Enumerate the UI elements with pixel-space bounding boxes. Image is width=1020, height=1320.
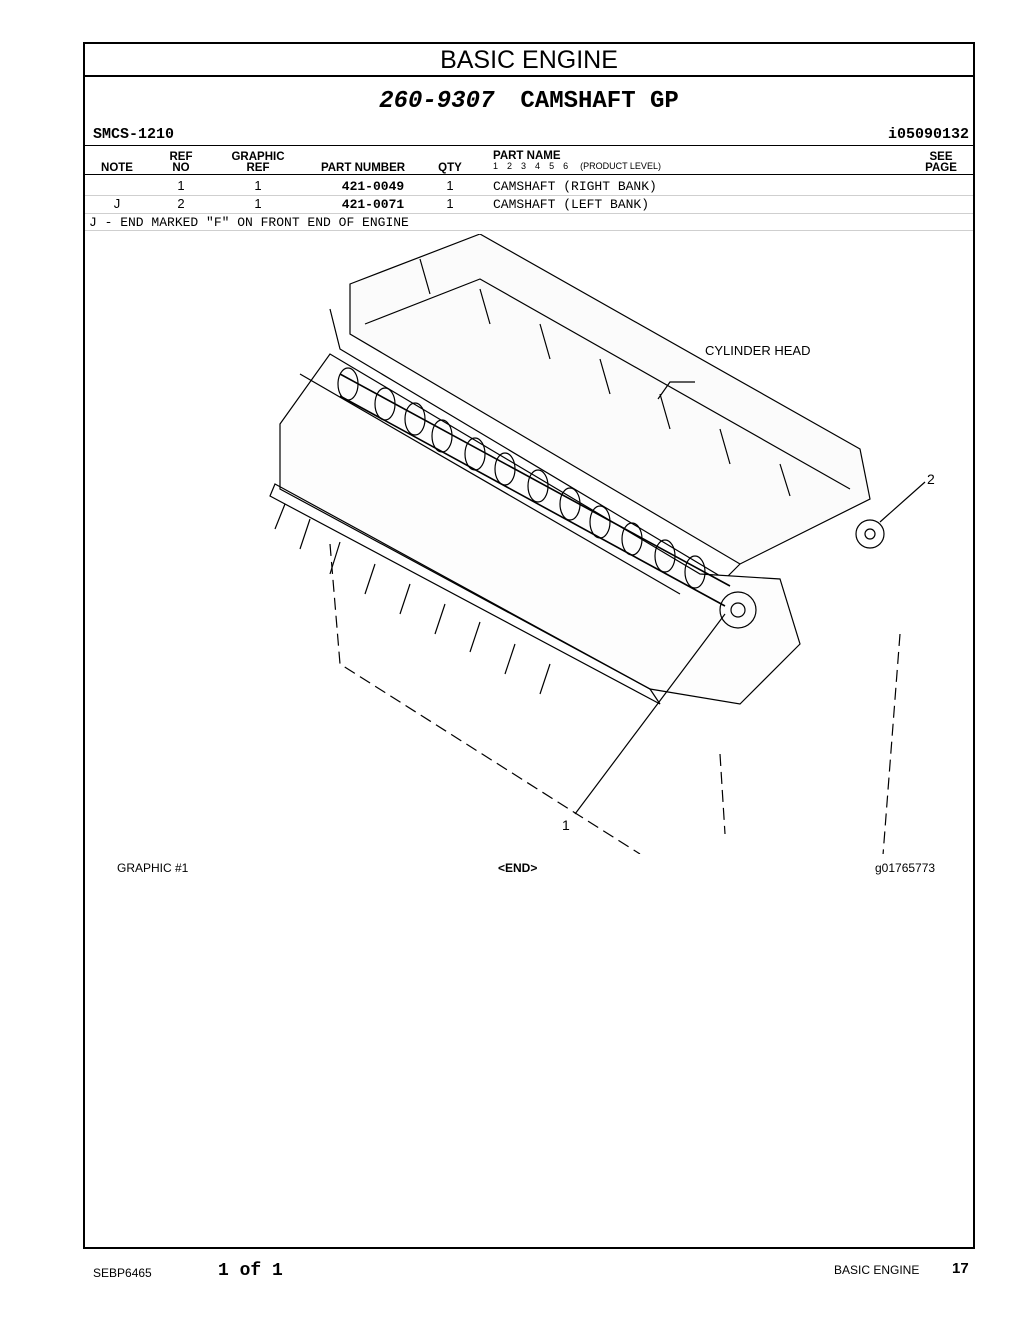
footnote: J - END MARKED "F" ON FRONT END OF ENGIN… [89,215,409,230]
graphic-id: g01765773 [875,861,936,875]
header-graphic-ref-line1: GRAPHIC [231,151,285,163]
header-part-number: PART NUMBER [320,162,406,174]
level-5: 5 [549,161,555,171]
illustration-id: i05090132 [887,126,969,143]
header-graphic-ref: GRAPHIC REF [225,151,291,174]
group-part-number: 260-9307 [379,88,495,115]
engine-block-outline [279,353,801,705]
page-of: 1 of 1 [218,1261,283,1281]
callout-2: 2 [927,471,935,487]
row2-part-name: CAMSHAFT (LEFT BANK) [493,197,650,212]
camshaft-front-end [719,591,757,629]
header-note: NOTE [101,162,133,174]
header-divider [85,145,973,146]
level-6: 6 [563,161,569,171]
smcs-code: SMCS-1210 [93,126,175,143]
header-ref-no: REF NO [161,151,201,174]
level-2: 2 [507,161,513,171]
row1-part-name: CAMSHAFT (RIGHT BANK) [493,179,657,194]
row2-ref-no: 2 [177,196,185,211]
row1-qty: 1 [446,178,454,193]
header-part-name: PART NAME [493,150,561,162]
row2-note: J [113,196,121,211]
row2-part-number[interactable]: 421-0071 [341,197,405,212]
page-frame: BASIC ENGINE 260-9307 CAMSHAFT GP SMCS-12… [83,42,975,1249]
camshaft-shaft [339,373,731,607]
cylinder-head-outline [349,234,871,565]
row2-qty: 1 [446,196,454,211]
group-name: CAMSHAFT GP [520,88,679,115]
callout-cylinder-head: CYLINDER HEAD [705,343,810,358]
row-divider [85,195,973,196]
level-1: 1 [493,161,499,171]
header-ref-no-line2: NO [172,162,190,174]
end-label: <END> [498,861,538,875]
callout-1: 1 [562,817,570,833]
cylinder-head-leader [657,381,695,400]
table-header-rule [85,174,973,175]
row2-graphic-ref: 1 [254,196,262,211]
group-title: 260-9307 CAMSHAFT GP [85,88,973,115]
page-number: 17 [952,1260,969,1277]
header-see-page-line2: PAGE [925,162,957,174]
row1-graphic-ref: 1 [254,178,262,193]
product-level-label: (PRODUCT LEVEL) [580,161,661,171]
graphic-label: GRAPHIC #1 [117,861,189,875]
level-4: 4 [535,161,541,171]
header-see-page-line1: SEE [929,151,953,163]
camshaft-left-bank-end [855,519,885,549]
row1-ref-no: 1 [177,178,185,193]
row-divider [85,213,973,214]
level-3: 3 [521,161,527,171]
header-see-page: SEE PAGE [919,151,963,174]
header-ref-no-line1: REF [169,151,193,163]
callout-2-leader [879,481,926,523]
footer-section: BASIC ENGINE [834,1263,920,1277]
header-qty: QTY [438,162,462,174]
camshaft-illustration: CYLINDER HEAD 2 1 [269,234,935,854]
row1-part-number[interactable]: 421-0049 [341,179,405,194]
callout-1-leader [574,613,726,815]
section-banner: BASIC ENGINE [85,44,973,77]
header-graphic-ref-line2: REF [246,162,270,174]
doc-number: SEBP6465 [93,1266,152,1280]
footnote-rule [85,230,973,231]
